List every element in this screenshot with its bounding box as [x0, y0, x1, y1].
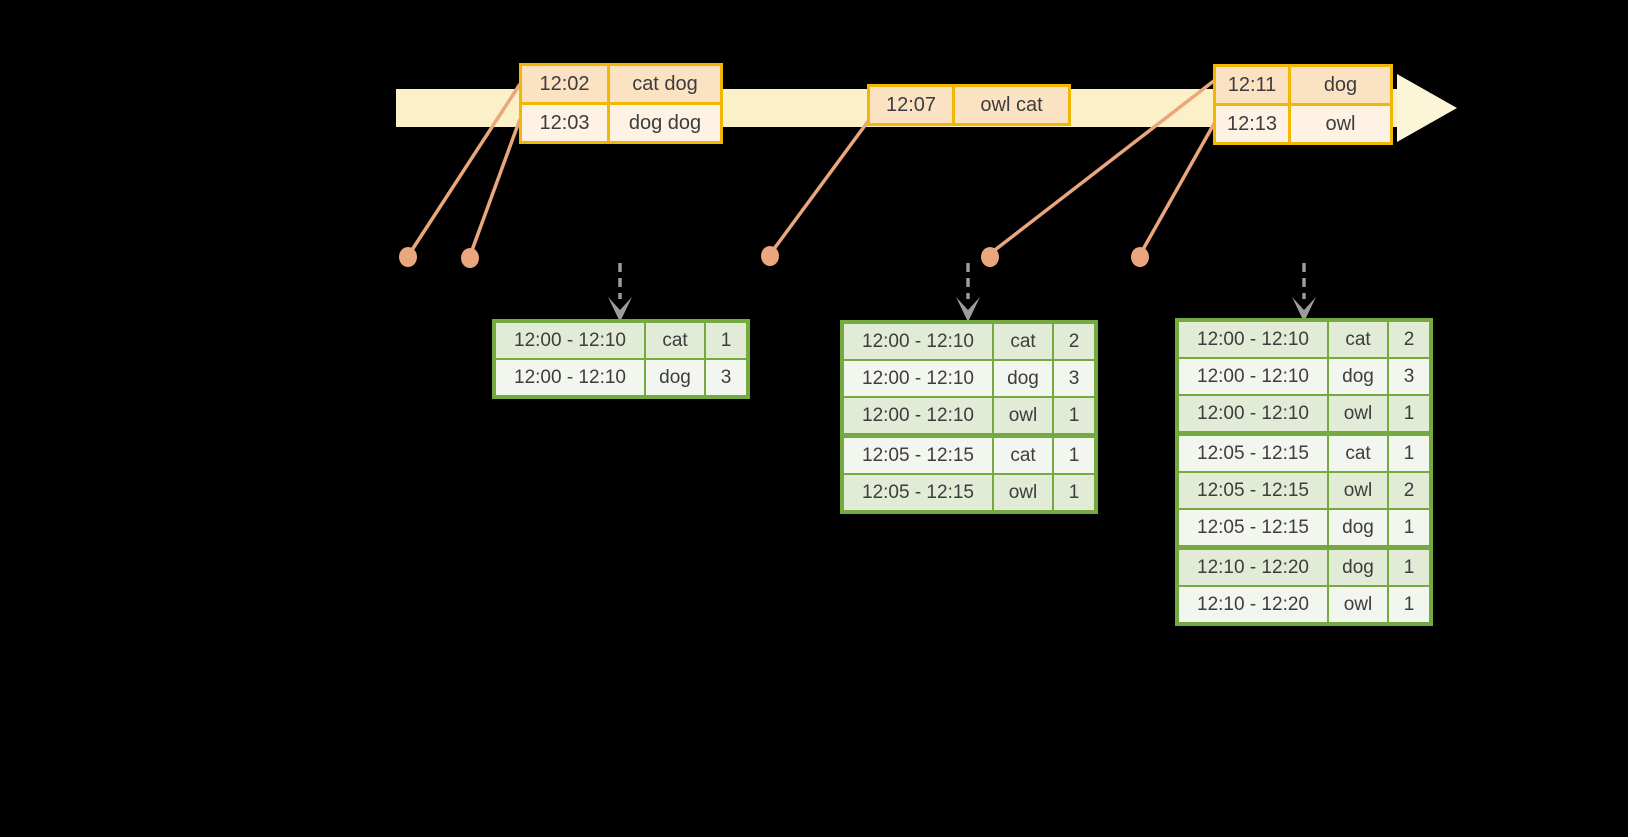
window-cell: 12:00 - 12:10	[844, 324, 992, 359]
window-cell: 12:10 - 12:20	[1179, 550, 1327, 585]
count-cell: 2	[1389, 322, 1429, 357]
word-cell: dog	[1329, 359, 1387, 394]
count-cell: 1	[1054, 438, 1094, 473]
count-cell: 1	[1389, 436, 1429, 471]
word-cell: owl	[1329, 587, 1387, 622]
count-cell: 3	[1054, 361, 1094, 396]
time-cell: 12:02	[522, 66, 607, 102]
time-cell: 12:03	[522, 105, 607, 141]
window-cell: 12:05 - 12:15	[844, 438, 992, 473]
word-cell: dog	[646, 360, 704, 395]
word-cell: owl	[1329, 473, 1387, 508]
time-cell: 12:07	[870, 87, 952, 123]
window-cell: 12:10 - 12:20	[1179, 587, 1327, 622]
event-dots	[399, 246, 1149, 268]
words-cell: owl cat	[955, 87, 1068, 123]
words-cell: dog dog	[610, 105, 720, 141]
window-cell: 12:00 - 12:10	[844, 361, 992, 396]
connector-line	[989, 78, 1217, 255]
connector-line	[469, 118, 522, 254]
window-cell: 12:05 - 12:15	[844, 475, 992, 510]
word-cell: owl	[994, 398, 1052, 433]
word-cell: dog	[1329, 510, 1387, 545]
window-cell: 12:05 - 12:15	[1179, 473, 1327, 508]
event-dot	[1131, 247, 1149, 267]
window-cell: 12:05 - 12:15	[1179, 510, 1327, 545]
count-cell: 1	[706, 323, 746, 358]
window-cell: 12:00 - 12:10	[1179, 359, 1327, 394]
event-dot	[461, 248, 479, 268]
connector-line	[769, 118, 871, 255]
word-cell: cat	[646, 323, 704, 358]
word-cell: cat	[994, 438, 1052, 473]
connector-line	[1139, 121, 1217, 254]
trigger-arrowhead-icon	[956, 297, 980, 322]
connector-lines	[408, 78, 1217, 255]
word-cell: dog	[1329, 550, 1387, 585]
word-cell: owl	[994, 475, 1052, 510]
count-cell: 1	[1389, 396, 1429, 431]
count-cell: 2	[1054, 324, 1094, 359]
window-cell: 12:05 - 12:15	[1179, 436, 1327, 471]
word-cell: owl	[1329, 396, 1387, 431]
window-cell: 12:00 - 12:10	[1179, 396, 1327, 431]
trigger-arrows	[608, 263, 1316, 322]
words-cell: owl	[1291, 106, 1390, 142]
word-cell: cat	[1329, 322, 1387, 357]
window-cell: 12:00 - 12:10	[496, 323, 644, 358]
window-cell: 12:00 - 12:10	[844, 398, 992, 433]
word-cell: dog	[994, 361, 1052, 396]
time-cell: 12:13	[1216, 106, 1288, 142]
event-dot	[399, 247, 417, 267]
window-cell: 12:00 - 12:10	[1179, 322, 1327, 357]
count-cell: 1	[1389, 550, 1429, 585]
count-cell: 3	[706, 360, 746, 395]
event-dot	[761, 246, 779, 266]
timeline-arrowhead-icon	[1397, 74, 1457, 142]
words-cell: cat dog	[610, 66, 720, 102]
connector-line	[408, 83, 522, 254]
event-dot	[981, 247, 999, 267]
word-cell: cat	[1329, 436, 1387, 471]
words-cell: dog	[1291, 67, 1390, 103]
count-cell: 1	[1389, 587, 1429, 622]
count-cell: 3	[1389, 359, 1429, 394]
count-cell: 2	[1389, 473, 1429, 508]
window-cell: 12:00 - 12:10	[496, 360, 644, 395]
count-cell: 1	[1054, 475, 1094, 510]
trigger-arrowhead-icon	[1292, 297, 1316, 322]
count-cell: 1	[1389, 510, 1429, 545]
count-cell: 1	[1054, 398, 1094, 433]
time-cell: 12:11	[1216, 67, 1288, 103]
word-cell: cat	[994, 324, 1052, 359]
trigger-arrowhead-icon	[608, 297, 632, 322]
